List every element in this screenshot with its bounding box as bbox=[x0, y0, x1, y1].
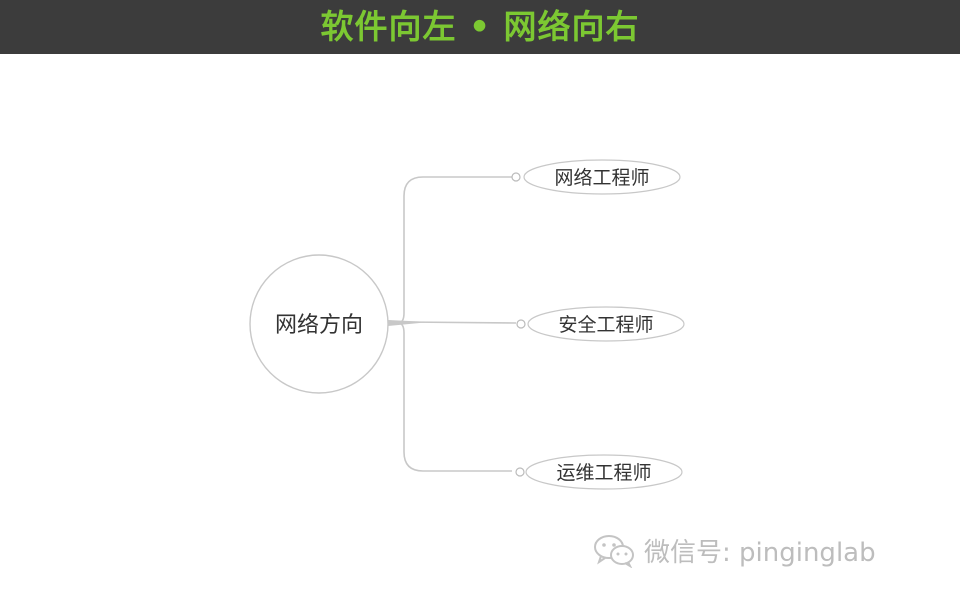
wechat-icon bbox=[594, 535, 634, 568]
connector-root-to-ops-engineer bbox=[397, 322, 512, 472]
header-title: 软件向左 • 网络向右 bbox=[320, 7, 640, 46]
child-node-ellipse bbox=[527, 306, 685, 342]
watermark: 微信号: pinginglab bbox=[592, 530, 876, 570]
root-node-circle bbox=[249, 254, 389, 394]
connector-root-to-network-engineer bbox=[388, 176, 512, 324]
connector-knob bbox=[516, 319, 526, 329]
header-bar bbox=[0, 0, 960, 54]
child-node-label: 安全工程师 bbox=[558, 314, 653, 336]
connector-knob bbox=[511, 172, 521, 182]
child-node-ellipse bbox=[523, 159, 681, 195]
child-node-label: 网络工程师 bbox=[554, 167, 649, 189]
child-node-label: 运维工程师 bbox=[556, 462, 651, 484]
connector-root-thick-stem bbox=[388, 320, 430, 326]
child-node-ellipse bbox=[525, 454, 683, 490]
watermark-text: 微信号: pinginglab bbox=[644, 537, 876, 568]
connector-knob bbox=[515, 467, 525, 477]
root-node-label: 网络方向 bbox=[275, 313, 363, 338]
